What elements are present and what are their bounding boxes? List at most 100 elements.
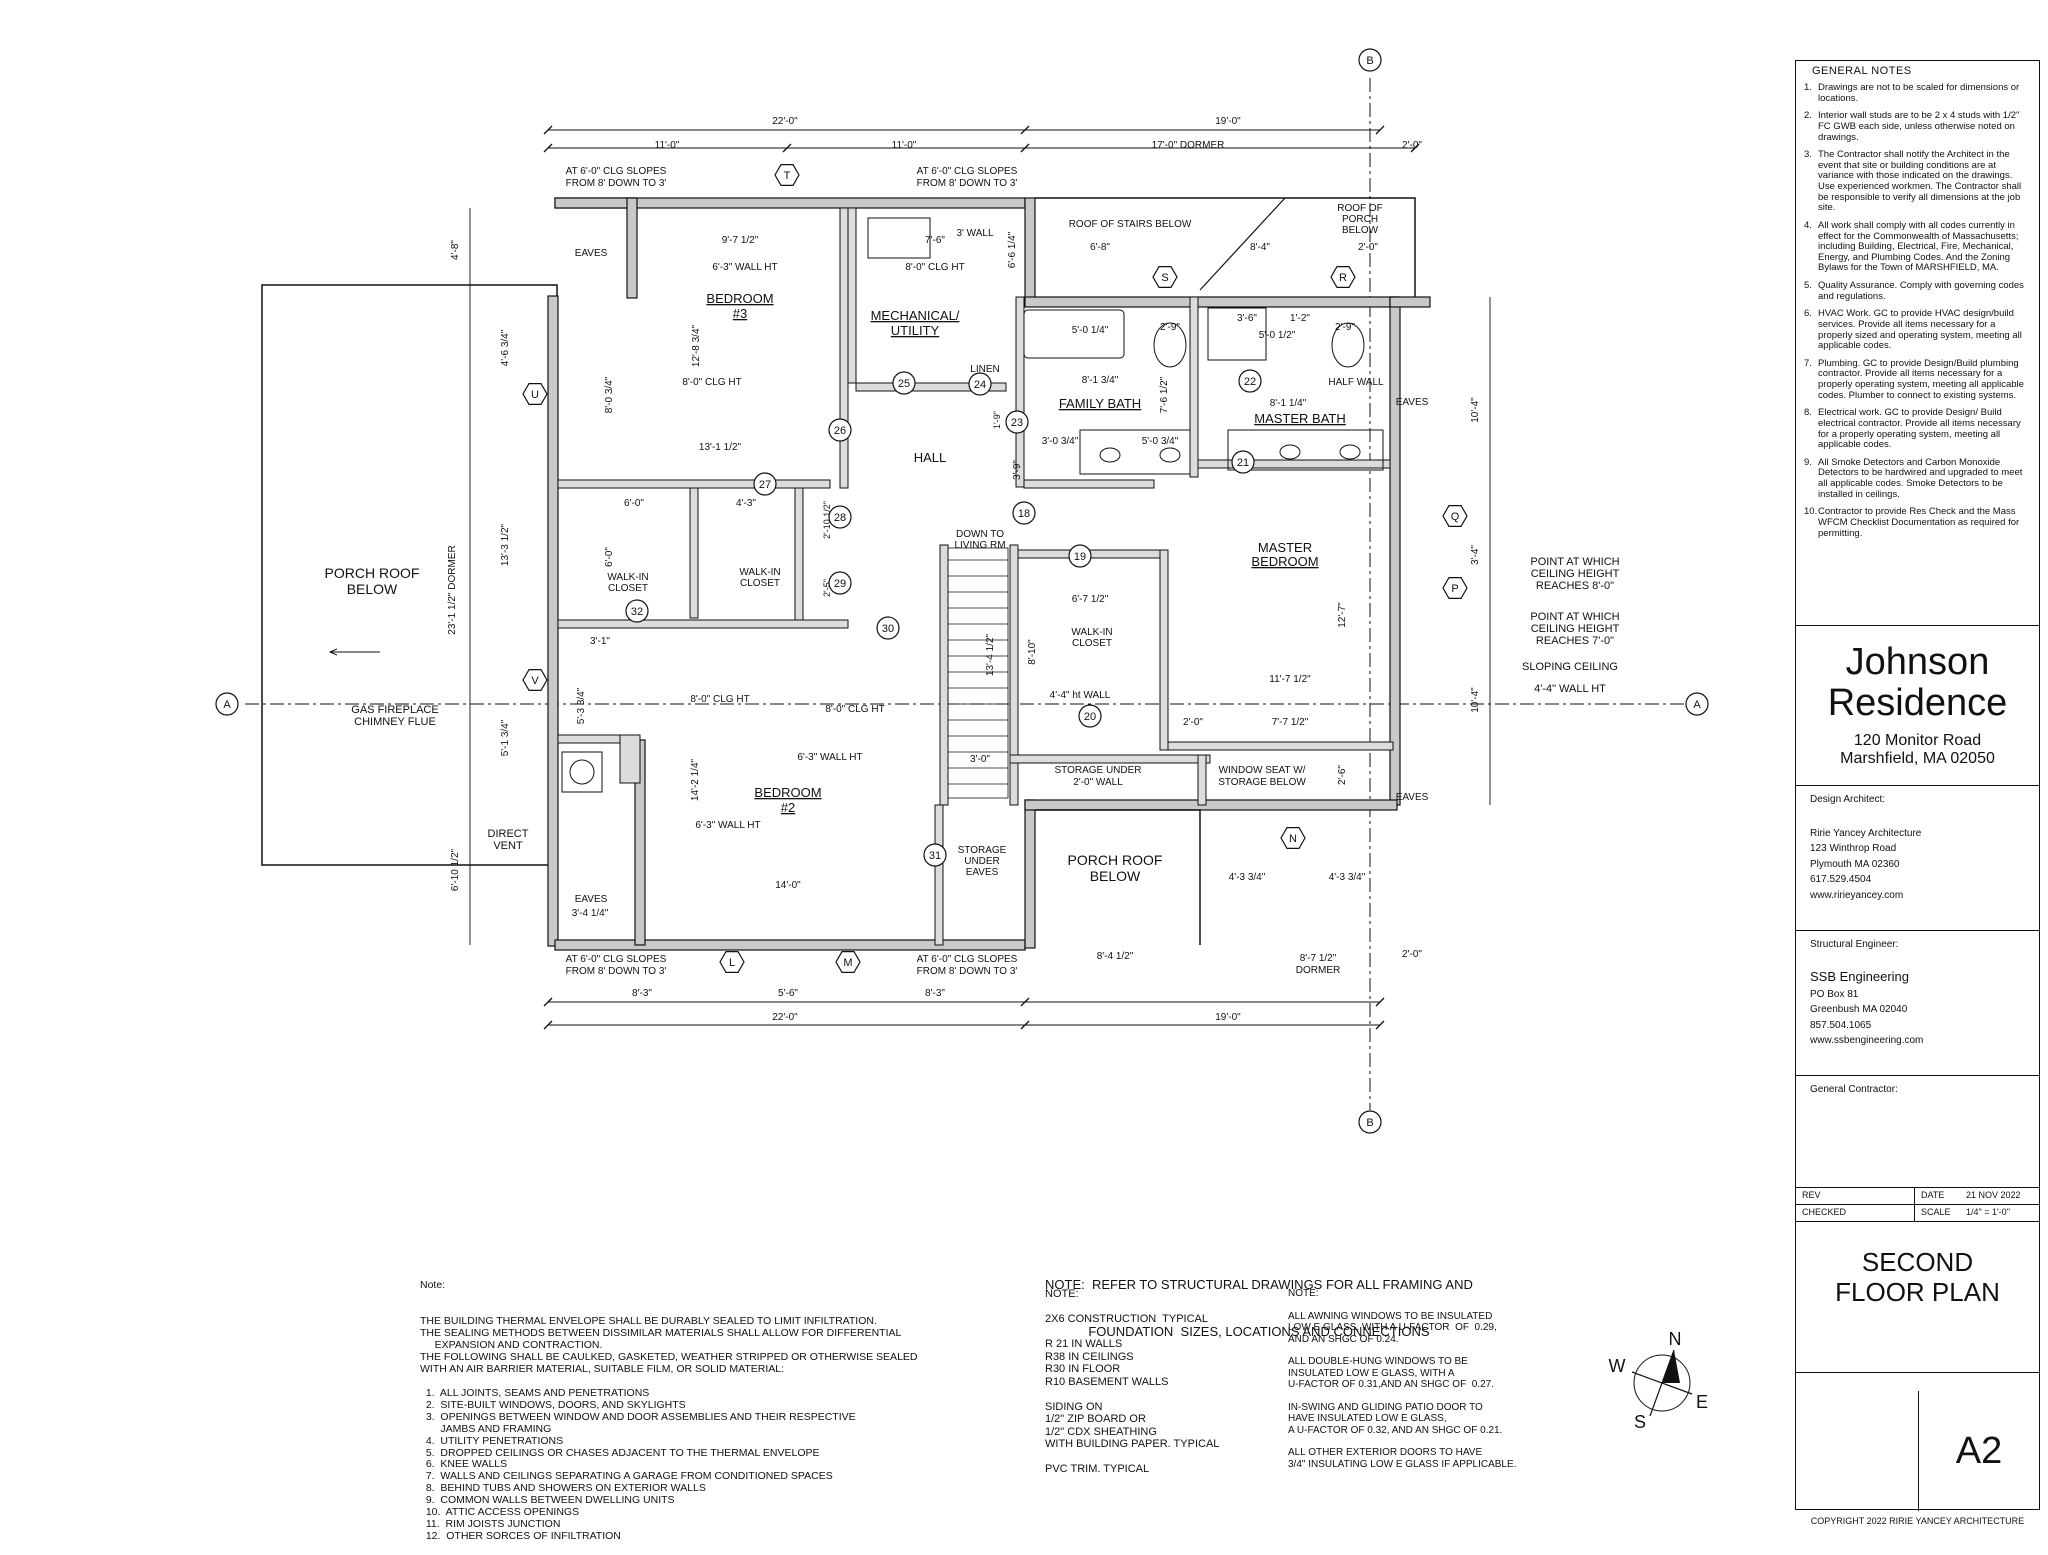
door-tag-32-label: 32 bbox=[631, 606, 643, 618]
window-tag-V-label: V bbox=[531, 675, 539, 687]
room-master-bedroom: MASTER bbox=[1258, 540, 1312, 555]
room-bedroom-3: BEDROOM bbox=[706, 291, 773, 306]
general-note-8: 8.Electrical work. GC to provide Design/… bbox=[1804, 407, 2021, 451]
north-roof-outline bbox=[1035, 197, 1416, 297]
dim-3-9: 3'-9" bbox=[1012, 460, 1023, 480]
window-notes: NOTE: ALL AWNING WINDOWS TO BE INSULATED… bbox=[1288, 1288, 1516, 1470]
door-tag-26-label: 26 bbox=[834, 425, 846, 437]
envelope-note-line-11: 4. UTILITY PENETRATIONS bbox=[420, 1434, 564, 1447]
storage-eaves-3: EAVES bbox=[966, 867, 999, 878]
dim-12-7: 12'-7" bbox=[1337, 602, 1348, 628]
room-master-bedroom-2: BEDROOM bbox=[1251, 554, 1318, 569]
window-seat-storage: STORAGE BELOW bbox=[1218, 777, 1306, 788]
room-walkin-closet-1b: CLOSET bbox=[608, 583, 648, 594]
rev-label: REV bbox=[1802, 1190, 1821, 1200]
storage-eaves-2: UNDER bbox=[964, 856, 1000, 867]
room-bedroom-2: BEDROOM bbox=[754, 785, 821, 800]
window-tag-S: S bbox=[1152, 266, 1178, 288]
sloping-ceiling-label: SLOPING CEILING bbox=[1522, 661, 1618, 673]
window-note-line-9: U-FACTOR OF 0.31,AND AN SHGC OF 0.27. bbox=[1288, 1379, 1494, 1391]
envelope-note-line-1: THE BUILDING THERMAL ENVELOPE SHALL BE D… bbox=[420, 1314, 877, 1327]
window-tag-Q: Q bbox=[1442, 505, 1468, 528]
dim-8-3-b: 8'-3" bbox=[925, 988, 945, 999]
envelope-note-line-6 bbox=[420, 1376, 918, 1388]
dim-3-4: 3'-4" bbox=[1470, 545, 1481, 565]
window-note-line-1: NOTE: bbox=[1288, 1288, 1319, 1299]
architect-web: www.ririeyancey.com bbox=[1810, 889, 1904, 901]
window-tag-M: M bbox=[835, 950, 861, 974]
sheet-number: A2 bbox=[1918, 1391, 2039, 1511]
dim-3-0: 3'-0" bbox=[970, 754, 990, 765]
window-note-line-3: ALL AWNING WINDOWS TO BE INSULATED bbox=[1288, 1310, 1493, 1322]
construction-note-line-9 bbox=[1045, 1388, 1219, 1401]
dim-3-6: 3'-6" bbox=[1237, 313, 1257, 324]
dim-3-0-3q: 3'-0 3/4" bbox=[1042, 436, 1079, 447]
window-tag-N-label: N bbox=[1289, 833, 1297, 845]
envelope-note-line-15: 8. BEHIND TUBS AND SHOWERS ON EXTERIOR W… bbox=[420, 1482, 706, 1495]
window-tag-L: L bbox=[719, 950, 745, 974]
dim-8-1-q: 8'-1 1/4" bbox=[1270, 398, 1307, 409]
south-porch-outline bbox=[1035, 809, 1201, 945]
window-tag-L-label: L bbox=[729, 957, 735, 969]
envelope-note-line-3: EXPANSION AND CONTRACTION. bbox=[420, 1338, 603, 1351]
dim-2-9-a: 2'-9" bbox=[1160, 322, 1180, 333]
dim-3-1: 3'-1" bbox=[590, 636, 610, 647]
window-tag-P-label: P bbox=[1451, 583, 1458, 595]
window-tag-T: T bbox=[774, 164, 800, 186]
construction-note-line-8: R10 BASEMENT WALLS bbox=[1045, 1375, 1169, 1388]
dim-7-6-half: 7'-6 1/2" bbox=[1159, 376, 1170, 413]
door-tag-32: 32 bbox=[625, 599, 649, 623]
dim-6-6-q: 6'-6 1/4" bbox=[1007, 231, 1018, 268]
construction-note-line-14 bbox=[1045, 1451, 1219, 1464]
compass-e: E bbox=[1696, 1392, 1708, 1412]
construction-note-line-15: PVC TRIM. TYPICAL bbox=[1045, 1463, 1150, 1476]
room-linen: LINEN bbox=[970, 364, 999, 375]
engineer-heading: Structural Engineer: bbox=[1810, 939, 1899, 950]
wall-4-4-label: 4'-4" WALL HT bbox=[1534, 683, 1606, 695]
dim-5-1-3q: 5'-1 3/4" bbox=[500, 719, 511, 756]
engineer-name: SSB Engineering bbox=[1810, 968, 1910, 984]
door-tag-22: 22 bbox=[1238, 369, 1262, 393]
eaves-se: EAVES bbox=[1396, 792, 1429, 803]
slope-note-nw: AT 6'-0" CLG SLOPES bbox=[566, 166, 667, 177]
dormer-17-label: 17'-0" DORMER bbox=[1152, 140, 1225, 151]
window-tag-N: N bbox=[1280, 826, 1306, 850]
dim-14-0: 14'-0" bbox=[775, 880, 801, 891]
wall-ht-bed3: 6'-3" WALL HT bbox=[712, 262, 777, 273]
ceiling-point-7-1: POINT AT WHICH bbox=[1530, 611, 1619, 623]
window-tag-R-label: R bbox=[1339, 272, 1347, 284]
ceiling-point-8-1: POINT AT WHICH bbox=[1530, 556, 1619, 568]
stair-down-label: DOWN TO bbox=[956, 529, 1004, 540]
dim-2-0-mb: 2'-0" bbox=[1183, 717, 1203, 728]
general-notes-section: GENERAL NOTES 1.Drawings are not to be s… bbox=[1796, 61, 2039, 626]
clg-ht-bed2-b: 8'-0" CLG HT bbox=[825, 704, 884, 715]
dim-13-1-half: 13'-1 1/2" bbox=[699, 442, 742, 453]
date-label: DATE bbox=[1921, 1190, 1945, 1200]
direct-vent-label: DIRECT bbox=[488, 828, 529, 840]
project-name-2: Residence bbox=[1827, 682, 2008, 725]
door-tag-24: 24 bbox=[968, 372, 992, 396]
engineer-city: Greenbush MA 02040 bbox=[1810, 1004, 1908, 1016]
dim-8-10: 8'-10" bbox=[1027, 639, 1038, 665]
room-walkin-closet-3: WALK-IN bbox=[1071, 627, 1112, 638]
construction-note-line-4 bbox=[1045, 1326, 1219, 1339]
dim-4-6-3q: 4'-6 3/4" bbox=[500, 329, 511, 366]
direct-vent-label-2: VENT bbox=[493, 840, 523, 852]
dim-5-0-3q: 5'-0 3/4" bbox=[1142, 436, 1179, 447]
construction-note-line-6: R38 IN CEILINGS bbox=[1045, 1350, 1134, 1363]
door-tag-18-label: 18 bbox=[1018, 508, 1030, 520]
room-walkin-closet-3b: CLOSET bbox=[1072, 638, 1112, 649]
envelope-note-line-17: 10. ATTIC ACCESS OPENINGS bbox=[420, 1506, 580, 1519]
wall-ht-bed2-b: 6'-3" WALL HT bbox=[695, 820, 760, 831]
room-walkin-closet-2: WALK-IN bbox=[739, 567, 780, 578]
dim-1-9: 1'-9" bbox=[992, 411, 1002, 429]
dim-8-0-3q: 8'-0 3/4" bbox=[604, 376, 615, 413]
checked-label: CHECKED bbox=[1802, 1207, 1847, 1217]
exterior-walls bbox=[547, 197, 1431, 951]
room-hall: HALL bbox=[914, 450, 947, 465]
door-tag-25-label: 25 bbox=[898, 378, 910, 390]
construction-note-line-13: WITH BUILDING PAPER. TYPICAL bbox=[1045, 1438, 1220, 1451]
scale-label: SCALE bbox=[1921, 1207, 1951, 1217]
porch-roof-south: PORCH ROOF bbox=[1068, 852, 1163, 868]
